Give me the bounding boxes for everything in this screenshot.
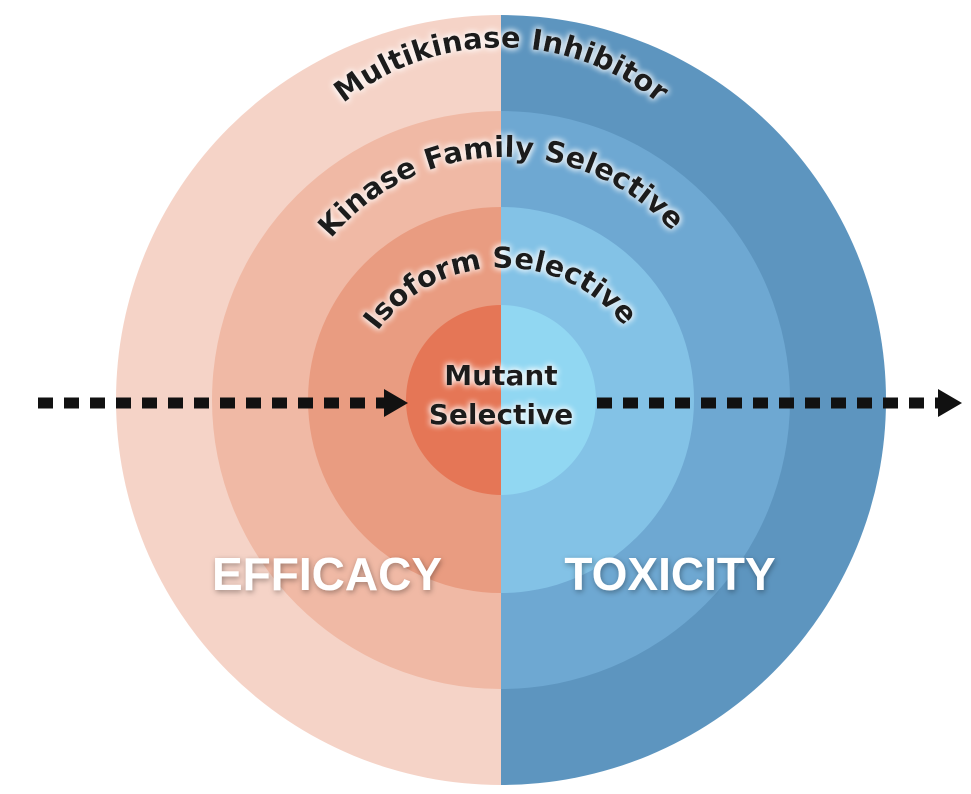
- right-dashed-arrow: [597, 389, 962, 417]
- toxicity-label: TOXICITY: [564, 548, 775, 600]
- left-arrow-head: [384, 389, 408, 417]
- left-dashed-arrow: [38, 389, 408, 417]
- center-circle-left: [406, 305, 501, 495]
- right-arrow-head: [938, 389, 962, 417]
- center-circle-right: [501, 305, 596, 495]
- third-ring-left: [308, 207, 501, 593]
- center-label-line2: Selective: [429, 398, 574, 431]
- efficacy-label: EFFICACY: [212, 548, 442, 600]
- center-label-line1: Mutant: [444, 359, 557, 392]
